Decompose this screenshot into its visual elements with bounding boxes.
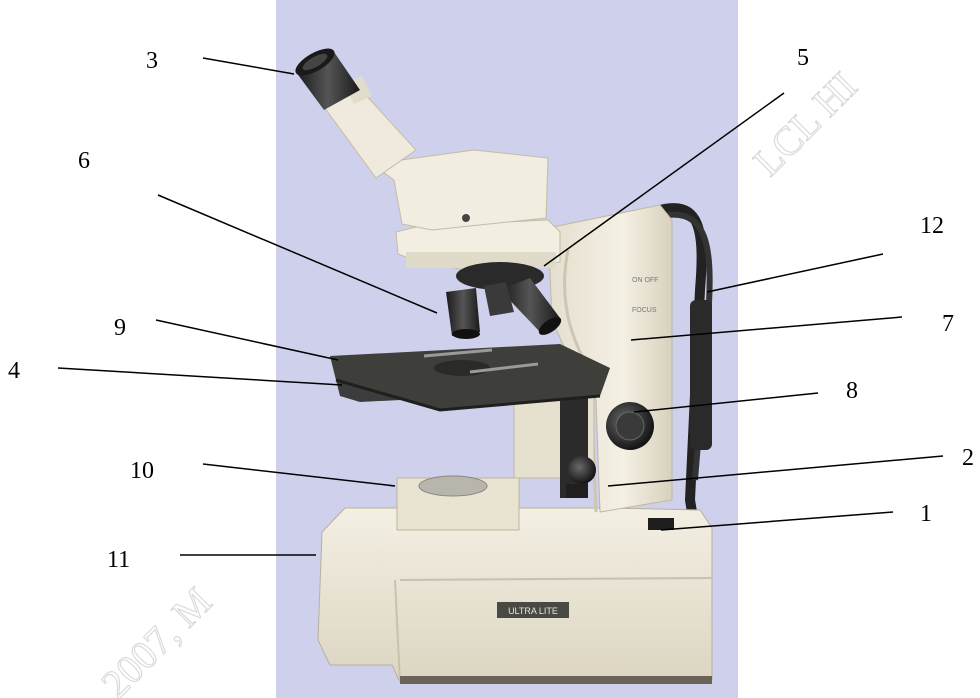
callout-2: 2 (962, 445, 974, 471)
light-lens (419, 476, 487, 496)
callout-10: 10 (130, 458, 154, 484)
callout-8: 8 (846, 378, 858, 404)
callout-1: 1 (920, 501, 932, 527)
brand-plate-text: ULTRA LITE (508, 606, 558, 616)
objective-lens-short (446, 288, 480, 336)
side-label-1: ON OFF (632, 277, 658, 284)
callout-11: 11 (107, 547, 130, 573)
callout-6: 6 (78, 148, 90, 174)
power-switch (648, 518, 674, 530)
microscope-base (318, 508, 712, 682)
callout-12: 12 (920, 213, 944, 239)
stage-aperture (434, 360, 490, 376)
watermark-bottom-left: 2007, M (93, 579, 221, 698)
base-foot (400, 676, 712, 684)
side-label-2: FOCUS (632, 307, 657, 314)
callout-9: 9 (114, 315, 126, 341)
callout-4: 4 (8, 358, 20, 384)
cord-holder (690, 300, 712, 450)
callout-5: 5 (797, 45, 809, 71)
callout-3: 3 (146, 48, 158, 74)
fine-focus-knob (568, 456, 596, 484)
callout-7: 7 (942, 311, 954, 337)
watermark-top-right: LCL HI (745, 63, 866, 184)
